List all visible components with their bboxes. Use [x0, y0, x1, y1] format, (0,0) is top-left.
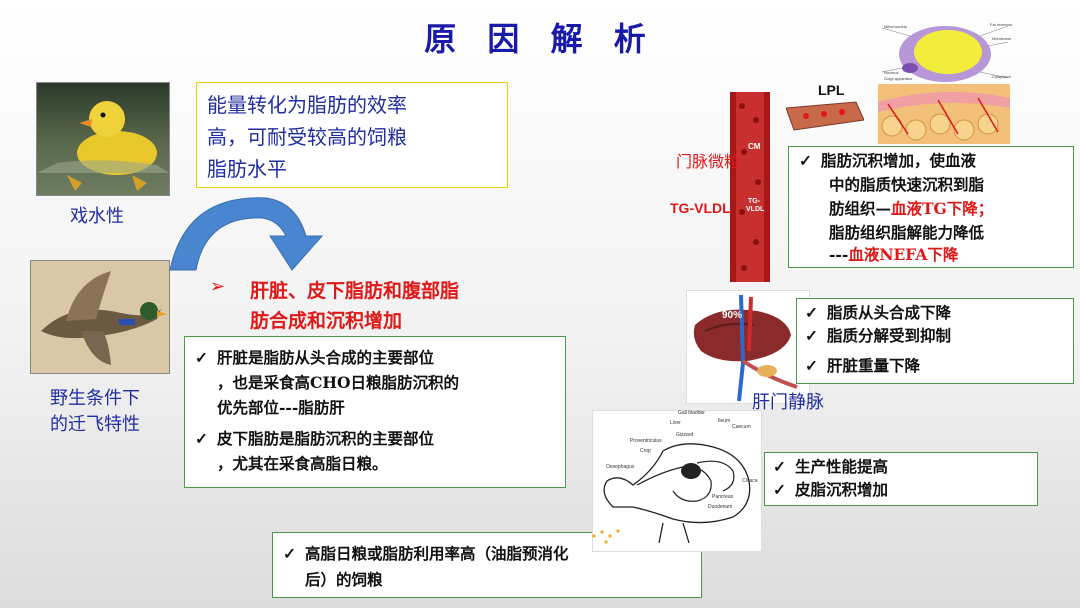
- gut-label-pancreas: Pancreas: [712, 494, 734, 500]
- adipocyte-diagram: [881, 25, 1009, 82]
- vessel-tg-label: TG-: [748, 198, 761, 205]
- cell-label-fat-reservoir: Fat reservoir: [990, 22, 1013, 27]
- performance-box: ✓生产性能提高 ✓皮脂沉积增加: [764, 452, 1038, 506]
- gut-label-gall-bladder: Gall bladder: [678, 410, 705, 416]
- performance-item: ✓生产性能提高: [773, 454, 888, 479]
- gut-label-gizzard: Gizzard: [676, 432, 694, 438]
- check-icon: ✓: [799, 151, 812, 170]
- fat-deposition-line-1: 脂肪沉积增加，使血液: [821, 151, 977, 170]
- high-fat-diet-line-2: 后）的饲粮: [305, 570, 383, 589]
- liver-diagram-panel: [686, 290, 810, 404]
- check-icon: ✓: [773, 480, 786, 499]
- gut-label-proventriculus: Proventriculus: [630, 438, 662, 444]
- label-water-play: 戏水性: [70, 206, 124, 227]
- liver-effects-box: ✓脂质从头合成下降 ✓脂质分解受到抑制 ✓肝脏重量下降: [796, 298, 1074, 384]
- efficiency-box: 能量转化为脂肪的效率 高，可耐受较高的饲粮 脂肪水平: [196, 82, 508, 188]
- liver-fat-line: 优先部位---脂肪肝: [217, 398, 345, 417]
- liver-fat-line: ，也是采食高CHO日粮脂肪沉积的: [217, 373, 459, 392]
- check-icon: ✓: [805, 303, 818, 322]
- portal-particle-label: 门脉微粒: [676, 152, 741, 171]
- check-icon: ✓: [195, 429, 208, 448]
- digestive-tract-diagram: [592, 410, 762, 552]
- gut-label-ileum: Ileum: [718, 418, 731, 424]
- fat-deposition-line-5a: ---: [829, 245, 849, 264]
- gut-label-cloaca: Cloaca: [742, 478, 758, 484]
- label-wild-line1: 野生条件下: [50, 388, 140, 409]
- cell-label-golgi: Golgi apparatus: [884, 76, 913, 81]
- fat-deposition-line-2: 中的脂质快速沉积到脂: [829, 175, 985, 194]
- liver-percent-label: 90%: [722, 310, 743, 321]
- label-wild-line2: 的迁飞特性: [50, 414, 140, 435]
- efficiency-line-3: 脂肪水平: [207, 157, 287, 181]
- liver-fat-line: ✓肝脏是脂肪从头合成的主要部位: [195, 345, 459, 370]
- cell-label-mitochondria: Mitochondria: [884, 24, 907, 29]
- gut-label-caecum: Caecum: [732, 424, 751, 430]
- liver-fat-line: ，尤其在采食高脂日粮。: [217, 454, 388, 473]
- fat-deposition-box: ✓ 脂肪沉积增加，使血液 中的脂质快速沉积到脂 肪组织—血液TG下降； 脂肪组织脂…: [788, 146, 1074, 268]
- efficiency-line-1: 能量转化为脂肪的效率: [207, 93, 407, 117]
- efficiency-line-2: 高，可耐受较高的饲粮: [207, 125, 407, 149]
- lpl-label: LPL: [818, 82, 845, 98]
- liver-fat-box: ✓肝脏是脂肪从头合成的主要部位 ，也是采食高CHO日粮脂肪沉积的 优先部位---…: [184, 336, 566, 488]
- capillary-diagram: [786, 101, 864, 131]
- liver-effect-item: ✓脂质分解受到抑制: [805, 323, 951, 348]
- gut-label-crop: Crop: [640, 448, 651, 454]
- high-fat-diet-line-1: 高脂日粮或脂肪利用率高（油脂预消化: [305, 544, 569, 563]
- vessel-cm-label: CM: [748, 142, 761, 151]
- heading-line-1: 肝脏、皮下脂肪和腹部脂: [250, 280, 460, 302]
- fat-deposition-line-4: 脂肪组织脂解能力降低: [829, 223, 985, 242]
- liver-fat-line: ✓皮下脂肪是脂肪沉积的主要部位: [195, 426, 459, 451]
- wild-duck-photo: [30, 260, 170, 374]
- cell-label-cytoplasm: Cytoplasm: [992, 74, 1011, 79]
- liver-effect-item: ✓脂质从头合成下降: [805, 300, 951, 325]
- heading-bullet: ➢: [210, 276, 226, 297]
- check-icon: ✓: [805, 356, 818, 375]
- curved-arrow-icon: [169, 197, 324, 271]
- performance-item: ✓皮脂沉积增加: [773, 477, 888, 502]
- gut-label-duodenum: Duodenum: [708, 504, 733, 510]
- adipose-tissue-diagram: [878, 84, 1010, 144]
- check-icon: ✓: [195, 348, 208, 367]
- hepatic-portal-vein-label: 肝门静脉: [752, 392, 824, 413]
- cell-label-membrane: Membrane: [992, 36, 1012, 41]
- gut-label-liver: Liver: [670, 420, 681, 426]
- heading-line-2: 肪合成和沉积增加: [250, 310, 403, 332]
- duckling-photo: [36, 82, 170, 196]
- vessel-vldl-label: VLDL: [746, 206, 765, 213]
- fat-deposition-line-3a: 肪组织—: [829, 199, 892, 218]
- page-title: 原 因 解 析: [424, 20, 656, 58]
- tg-vldl-label: TG-VLDL: [670, 200, 731, 216]
- blood-nefa-decrease: 血液NEFA下降: [848, 245, 959, 264]
- check-icon: ✓: [773, 457, 786, 476]
- gut-label-oesophagus: Oesophagus: [606, 464, 635, 470]
- cell-label-nucleus: Nucleus: [884, 70, 899, 75]
- blood-tg-decrease: 血液TG下降；: [891, 199, 994, 218]
- check-icon: ✓: [805, 326, 818, 345]
- blood-vessel-diagram: [730, 92, 770, 282]
- liver-effect-item: ✓肝脏重量下降: [805, 353, 920, 378]
- sparkle-dots-icon: [592, 529, 620, 544]
- check-icon: ✓: [283, 544, 296, 563]
